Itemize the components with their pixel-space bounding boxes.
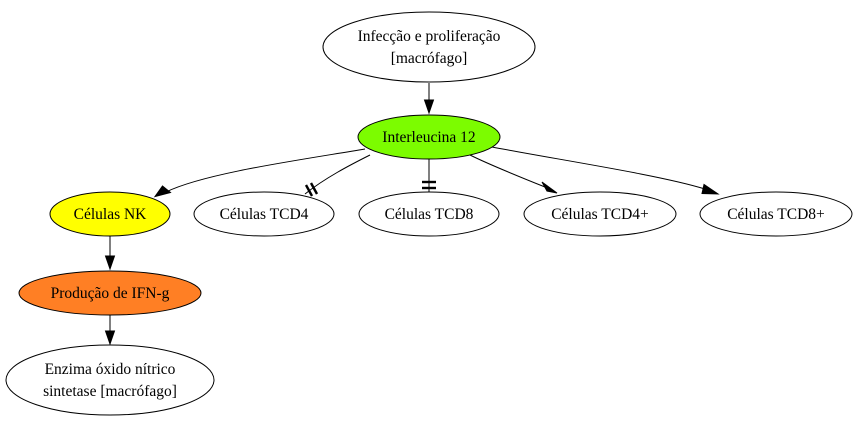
node-tcd8-label: Células TCD8 bbox=[385, 206, 474, 223]
node-nk: Células NK bbox=[49, 191, 171, 237]
inhibition-bar bbox=[304, 184, 314, 197]
inhibition-bar bbox=[309, 182, 319, 195]
node-infeccao-label-line1: Infecção e proliferação bbox=[358, 28, 501, 45]
node-enzima-shape bbox=[5, 344, 215, 416]
node-tcd8: Células TCD8 bbox=[358, 191, 500, 237]
node-infeccao-shape bbox=[322, 11, 536, 83]
arrowhead bbox=[153, 185, 172, 198]
node-enzima: Enzima óxido nítrico sintetase [macrófag… bbox=[5, 344, 215, 416]
node-enzima-label-line1: Enzima óxido nítrico bbox=[45, 361, 176, 378]
arrowhead bbox=[104, 255, 116, 271]
node-tcd8-shape bbox=[358, 191, 500, 237]
node-tcd8plus-shape bbox=[699, 191, 853, 237]
arrowhead bbox=[701, 183, 720, 195]
node-tcd4plus-label: Células TCD4+ bbox=[551, 206, 649, 223]
edge-nk-to-ifn bbox=[104, 236, 116, 271]
node-tcd4-label: Células TCD4 bbox=[220, 206, 309, 223]
node-infeccao: Infecção e proliferação [macrófago] bbox=[322, 11, 536, 83]
node-tcd4plus: Células TCD4+ bbox=[523, 191, 677, 237]
edge-il12-to-tcd4 bbox=[304, 154, 371, 197]
node-il12-shape bbox=[357, 114, 501, 160]
node-tcd8plus-label: Células TCD8+ bbox=[727, 206, 825, 223]
edge-il12-to-nk bbox=[153, 148, 366, 198]
node-il12: Interleucina 12 bbox=[357, 114, 501, 160]
node-ifn-label: Produção de IFN-g bbox=[51, 285, 170, 302]
node-ifn-shape bbox=[18, 270, 202, 316]
node-nk-shape bbox=[49, 191, 171, 237]
nodes: Infecção e proliferação [macrófago] Inte… bbox=[5, 11, 853, 416]
node-tcd4: Células TCD4 bbox=[193, 191, 335, 237]
node-enzima-label-line2: sintetase [macrófago] bbox=[43, 383, 177, 400]
node-il12-label: Interleucina 12 bbox=[382, 129, 475, 146]
node-tcd8plus: Células TCD8+ bbox=[699, 191, 853, 237]
node-infeccao-label-line2: [macrófago] bbox=[391, 50, 468, 67]
edge-il12-to-tcd8plus bbox=[491, 146, 720, 195]
arrowhead bbox=[104, 330, 116, 346]
node-ifn: Produção de IFN-g bbox=[18, 270, 202, 316]
arrowhead bbox=[423, 99, 435, 115]
edge-il12-to-tcd8 bbox=[422, 159, 436, 193]
edge-ifn-to-enzima bbox=[104, 315, 116, 346]
edges bbox=[104, 83, 720, 346]
node-tcd4plus-shape bbox=[523, 191, 677, 237]
node-tcd4-shape bbox=[193, 191, 335, 237]
edge-infeccao-to-il12 bbox=[423, 83, 435, 115]
node-nk-label: Células NK bbox=[74, 206, 148, 223]
arrowhead bbox=[541, 181, 558, 194]
edge-il12-to-tcd4plus bbox=[469, 154, 558, 194]
